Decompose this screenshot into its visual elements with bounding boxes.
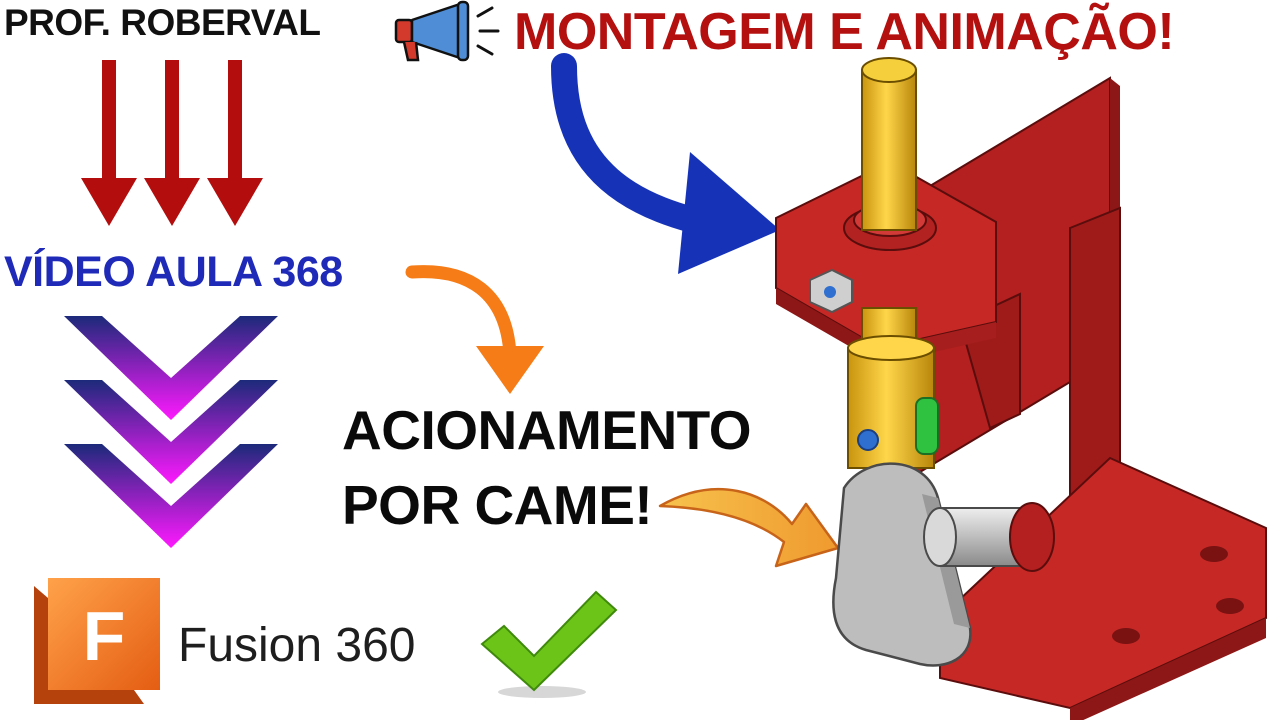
fusion-360-logo: F — [34, 578, 160, 704]
action-line-2: POR CAME! — [342, 474, 653, 536]
lesson-number: VÍDEO AULA 368 — [4, 248, 343, 296]
chevrons-down-icon — [64, 316, 278, 548]
action-line-1: ACIONAMENTO — [342, 399, 752, 461]
author-label: PROF. ROBERVAL — [4, 2, 321, 43]
cam-arrow-icon — [658, 487, 840, 568]
blue-arrow-icon — [551, 53, 780, 274]
down-arrows-icon — [81, 60, 263, 226]
fusion-logo-text: Fusion 360 — [178, 619, 416, 672]
checkmark-icon — [480, 590, 618, 698]
orange-arrow-icon — [405, 265, 544, 394]
megaphone-icon — [394, 0, 500, 62]
logo-letter: F — [83, 597, 126, 675]
cam-mechanism-illustration — [775, 57, 1267, 720]
headline-title: MONTAGEM E ANIMAÇÃO! — [514, 3, 1175, 61]
